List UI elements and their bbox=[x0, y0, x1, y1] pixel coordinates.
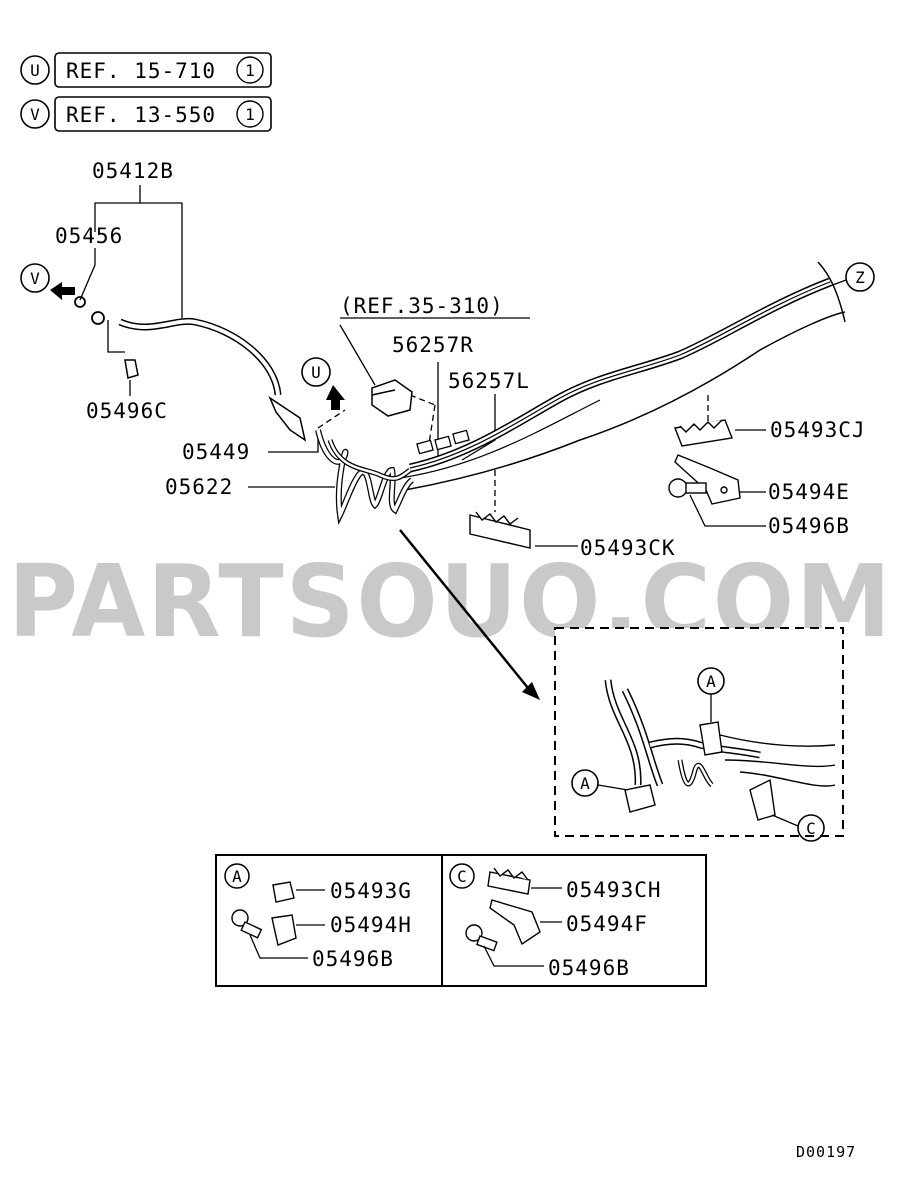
label-56257l[interactable]: 56257L bbox=[448, 369, 530, 393]
label-05493cj[interactable]: 05493CJ bbox=[770, 418, 866, 442]
brake-pipe-bundle[interactable] bbox=[399, 261, 846, 491]
legend-c-circle-label: C bbox=[457, 867, 467, 886]
label-05496c[interactable]: 05496C bbox=[86, 399, 168, 423]
diagram-code: D00197 bbox=[796, 1143, 856, 1161]
bundle-clips[interactable] bbox=[416, 429, 470, 455]
label-05496b[interactable]: 05496B bbox=[768, 514, 850, 538]
label-05493ck[interactable]: 05493CK bbox=[580, 536, 676, 560]
legend-a-circle-label: A bbox=[232, 867, 242, 886]
legend-a-item-3[interactable]: 05496B bbox=[312, 947, 394, 971]
front-brake-hose-pipe[interactable] bbox=[74, 296, 307, 442]
arrow-u-icon bbox=[326, 385, 345, 410]
label-05622[interactable]: 05622 bbox=[165, 475, 233, 499]
clamp-05493ck-icon[interactable] bbox=[469, 511, 531, 549]
detail-a-left-label: A bbox=[580, 774, 590, 793]
bolt-05496b-c-icon bbox=[465, 924, 483, 942]
ref-v-text: REF. 13-550 bbox=[66, 103, 216, 127]
marker-v-label: V bbox=[30, 269, 40, 288]
legend-a[interactable]: A 05493G 05494H 05496B bbox=[224, 863, 412, 971]
legend-a-item-1[interactable]: 05493G bbox=[330, 879, 412, 903]
detail-c-label: C bbox=[806, 819, 816, 838]
legend-c-circle-icon bbox=[449, 863, 475, 889]
label-05456[interactable]: 05456 bbox=[55, 224, 123, 248]
leader-lines bbox=[79, 185, 766, 547]
sensor-connector[interactable] bbox=[371, 379, 413, 417]
marker-z-label: Z bbox=[855, 268, 865, 287]
arrow-v-icon bbox=[50, 282, 75, 300]
bolt-05496b-a-icon bbox=[231, 909, 249, 927]
ref-v-num-circle-icon bbox=[236, 100, 264, 128]
legend-c-item-2[interactable]: 05494F bbox=[566, 912, 648, 936]
label-ref-35-310[interactable]: (REF.35-310) bbox=[340, 294, 504, 318]
marker-u-icon bbox=[301, 357, 331, 387]
marker-z-icon bbox=[845, 262, 875, 292]
label-05449[interactable]: 05449 bbox=[182, 440, 250, 464]
legend-c-item-1[interactable]: 05493CH bbox=[566, 878, 662, 902]
ref-row-u[interactable]: U REF. 15-710 1 bbox=[20, 52, 272, 88]
wavy-pipes[interactable] bbox=[315, 429, 415, 525]
ref-u-text: REF. 15-710 bbox=[66, 59, 216, 83]
clamp-05493cj-icon[interactable] bbox=[674, 419, 733, 447]
legend-table bbox=[215, 854, 707, 987]
ref-u-num-circle-icon bbox=[236, 56, 264, 84]
marker-z-leader bbox=[829, 279, 847, 287]
detail-view[interactable]: A A C bbox=[554, 627, 844, 842]
ref-u-num: 1 bbox=[245, 61, 255, 80]
clamp-05493ch-icon bbox=[487, 871, 531, 895]
ref-v-circle-label: V bbox=[30, 105, 40, 124]
legend-c[interactable]: C 05493CH 05494F 05496B bbox=[449, 863, 662, 980]
bracket-05494h-icon bbox=[271, 914, 297, 946]
ref-box-u bbox=[54, 52, 272, 88]
label-05494e[interactable]: 05494E bbox=[768, 480, 850, 504]
detail-a-top-label: A bbox=[706, 672, 716, 691]
label-05412b[interactable]: 05412B bbox=[92, 159, 174, 183]
arrows bbox=[50, 282, 345, 410]
ref-v-num: 1 bbox=[245, 105, 255, 124]
ref-row-v[interactable]: V REF. 13-550 1 bbox=[20, 96, 272, 132]
clip-05493g-icon bbox=[272, 881, 295, 903]
bracket-05494f-icon bbox=[489, 899, 541, 946]
marker-v-icon bbox=[20, 263, 50, 293]
detail-arrow bbox=[399, 529, 540, 700]
bracket-05494e-icon[interactable] bbox=[674, 454, 741, 505]
ref-u-circle-label: U bbox=[30, 61, 40, 80]
bolt-05496b-icon[interactable] bbox=[668, 478, 707, 498]
circle-u-icon bbox=[20, 55, 50, 85]
legend-a-circle-icon bbox=[224, 863, 250, 889]
detail-c-icon bbox=[797, 814, 825, 842]
circle-v-icon bbox=[20, 99, 50, 129]
detail-a-left-icon bbox=[571, 769, 599, 797]
legend-c-item-3[interactable]: 05496B bbox=[548, 956, 630, 980]
legend-a-item-2[interactable]: 05494H bbox=[330, 913, 412, 937]
ref-box-v bbox=[54, 96, 272, 132]
label-56257r[interactable]: 56257R bbox=[392, 333, 474, 357]
marker-u-label: U bbox=[311, 363, 321, 382]
